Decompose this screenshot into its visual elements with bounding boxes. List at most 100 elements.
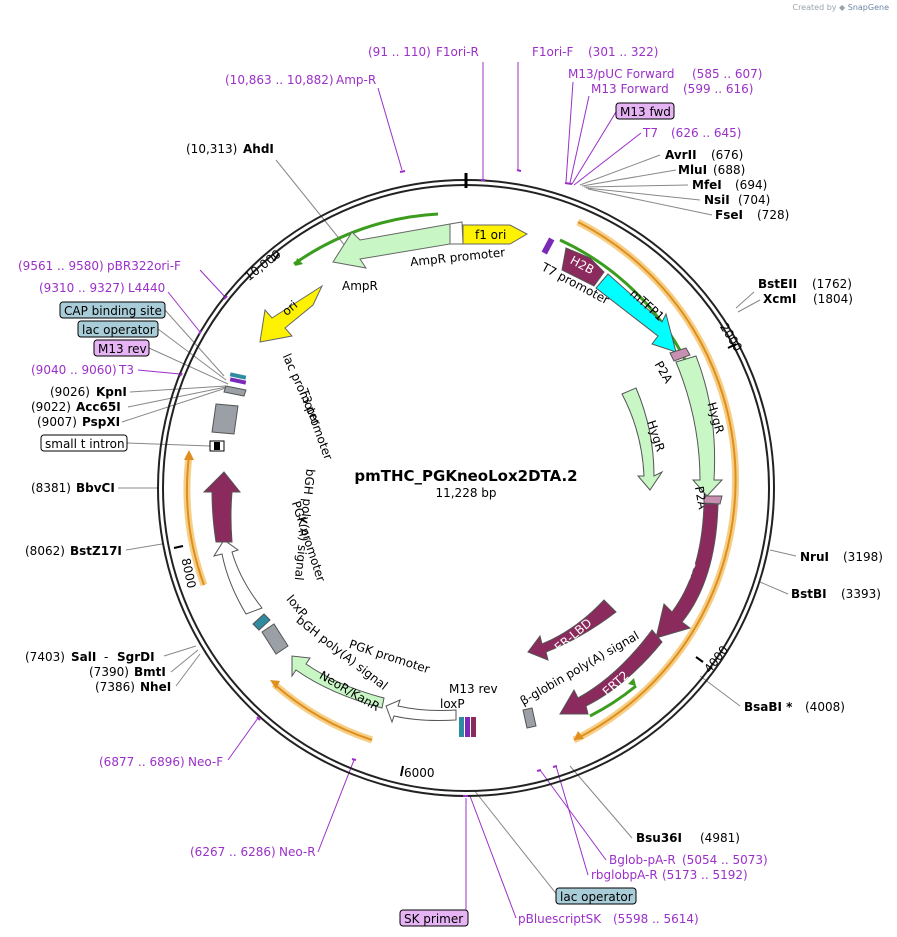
primer-range: (9310 .. 9327) [39,281,125,295]
primer-range: (6267 .. 6286) [190,845,276,859]
leader-line [585,187,701,201]
tick-8000 [173,545,184,549]
enzyme-pos: (8062) [25,544,65,558]
tick-label-6000: 6000 [404,766,435,780]
enzyme-pos: (3198) [843,550,883,564]
leader-line [569,95,590,184]
enzyme-name: FseI [715,208,743,222]
tick-label-2000: 2000 [717,321,745,354]
enzyme-name: XcmI [763,292,796,306]
primer-name: M13 Forward [591,82,669,96]
enzyme-name: BstEII [758,277,797,291]
feature-cre[interactable]: Cre [655,503,719,639]
enzyme-name: BmtI [134,665,166,679]
leader-line [163,645,197,657]
enzyme-pos: (676) [711,148,743,162]
primer-range: (626 .. 645) [671,126,741,140]
tick-10000 [273,252,280,262]
enzyme-name: MluI [678,163,707,177]
feature-label-f1ori: f1 ori [475,228,506,242]
primer-range: (5173 .. 5192) [662,868,748,882]
enzyme-pos: (1762) [812,277,852,291]
enzyme-name: AhdI [243,142,274,156]
enzyme-dash: - [104,650,108,664]
enzyme-pos: (9007) [37,415,77,429]
feature-label-loxp-bottom: loxP [440,697,465,711]
leader-line [579,154,661,186]
feature-hygr-inner[interactable]: HygR [621,387,668,491]
primer-labels: (91 .. 110) F1ori-R F1ori-F (301 .. 322)… [18,45,768,926]
enzyme-name: PspXI [82,415,120,429]
leader-line [199,269,227,299]
branding-name: SnapGene [847,3,889,12]
primer-range: (6877 .. 6896) [99,755,185,769]
leader-line [583,184,689,188]
enzyme-pos: (7403) [25,650,65,664]
tick-label-8000: 8000 [179,557,199,590]
feature-lox-bottom[interactable]: M13 rev loxP [440,682,498,737]
primer-name: Bglob-pA-R [609,853,676,867]
feature-lac-cluster[interactable]: T3 promoter lac promoter [223,351,335,462]
primer-name: M13/pUC Forward [568,67,675,81]
tick-2000 [727,343,737,349]
enzyme-pos: (10,313) [186,142,237,156]
enzyme-pos: (728) [757,208,789,222]
box-m13rev: M13 rev [98,342,147,356]
primer-range: (10,863 .. 10,882) [225,73,334,87]
leader-line [377,87,403,171]
leader-line [227,717,259,761]
snapgene-logo-icon: ◆ [839,3,846,12]
leader-line [569,765,633,839]
tick-label-4000: 4000 [701,643,731,676]
leader-line [167,291,201,333]
feature-hygr[interactable]: HygR [675,355,727,497]
feature-dta[interactable]: DTA [202,471,245,543]
leader-line [469,795,517,919]
enzyme-name: NheI [140,680,171,694]
leader-line [581,169,677,187]
branding-prefix: Created by [792,3,837,12]
leader-line [126,442,211,447]
primer-name: T3 [118,363,134,377]
feature-label-ampr: AmpR [342,279,378,293]
enzyme-name: BsaBI * [744,700,793,714]
primer-name: Neo-F [188,755,223,769]
enzyme-pos: (1804) [813,292,853,306]
leader-line [175,653,201,687]
leader-line [170,649,199,673]
box-lacop-left: lac operator [82,323,155,337]
leader-line [571,111,617,185]
feature-ori[interactable]: ori [259,284,324,343]
leader-line [473,789,559,897]
enzyme-name: BbvCI [76,481,115,495]
feature-small-t[interactable] [209,440,225,452]
primer-range: (5598 .. 5614) [613,912,699,926]
primer-range: (585 .. 607) [692,67,762,81]
tick-4000 [695,656,704,663]
feature-label-dta: DTA [231,497,245,522]
plasmid-size: 11,228 bp [435,486,496,500]
leader-line [157,328,227,381]
enzyme-pos: (704) [738,193,770,207]
primer-range: (9561 .. 9580) [18,259,104,273]
snapgene-branding: Created by ◆ SnapGene [792,3,889,12]
enzyme-name: BstBI [791,587,827,601]
enzyme-pos: (7386) [95,680,135,694]
boxed-labels: M13 fwd CAP binding site lac operator M1… [40,102,675,927]
feature-label-er-lbd: ER-LBD [552,616,595,655]
primer-name: pBluescriptSK [518,912,602,926]
leader-line [275,159,351,253]
leader-line [587,188,713,216]
primer-name: F1ori-F [532,45,573,59]
feature-f1-ori[interactable]: f1 ori [462,224,529,245]
primer-range: (301 .. 322) [588,45,658,59]
feature-label-p2a-1: P2A [652,359,676,387]
enzyme-name: Bsu36I [636,831,682,845]
tick-label-10000: 10,000 [242,247,284,284]
primer-name: Neo-R [279,845,316,859]
primer-name: L4440 [128,281,165,295]
leader-line [137,369,181,375]
box-sk: SK primer [404,912,463,926]
primer-name: rbglobpA-R [591,868,658,882]
